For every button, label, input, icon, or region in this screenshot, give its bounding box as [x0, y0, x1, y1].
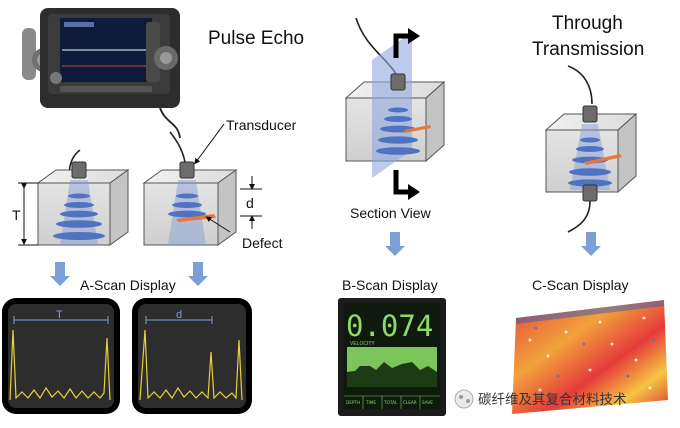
b-scan-label: B-Scan Display [342, 277, 438, 293]
through-transmission-title-line2: Transmission [532, 39, 644, 60]
a-scan-label: A-Scan Display [80, 277, 176, 293]
arrow-down-icon [581, 232, 601, 256]
arrow-down-icon [50, 262, 70, 286]
down-arrows [50, 232, 601, 286]
b-scan-screen [338, 298, 446, 416]
a-scan-marker-t: T [56, 309, 63, 321]
through-transmission-block [544, 65, 638, 233]
a-scan-screen-depth [132, 298, 252, 414]
arrow-down-icon [188, 262, 208, 286]
thickness-label: T [12, 207, 21, 223]
softkey-clear: CLEAR [403, 400, 417, 405]
softkey-total: TOTAL [383, 400, 398, 405]
softkey-depth: DEPTH [346, 400, 360, 405]
section-view-label: Section View [350, 205, 432, 221]
depth-label: d [246, 195, 254, 211]
arrow-down-icon [385, 232, 405, 256]
through-transmission-title-line1: Through [552, 13, 623, 34]
b-scan-small-text: VELOCITY [350, 341, 375, 347]
section-arrow-down-icon [393, 170, 420, 200]
a-scan-screen-thickness [2, 298, 120, 414]
block-defect [142, 123, 262, 246]
section-arrow-up-icon [393, 28, 420, 58]
block-thickness [18, 149, 130, 246]
flaw-detector-instrument [22, 8, 181, 139]
b-scan-softkeys: DEPTH TIME TOTAL CLEAR SAVE [346, 400, 433, 405]
section-view-block [344, 17, 446, 200]
transducer-label: Transducer [226, 117, 297, 133]
b-scan-reading: 0.074 [346, 309, 433, 343]
c-scan-label: C-Scan Display [532, 277, 628, 293]
pulse-echo-title: Pulse Echo [208, 28, 304, 49]
defect-label: Defect [242, 235, 283, 251]
softkey-save: SAVE [422, 400, 433, 405]
defect-shape [176, 214, 216, 222]
instrument-knob-left [50, 72, 62, 84]
watermark [454, 389, 474, 409]
c-scan-image [512, 300, 668, 414]
watermark-text: 碳纤维及其复合材料技术 [478, 391, 627, 408]
a-scan-marker-d: d [176, 309, 182, 321]
softkey-time: TIME [365, 400, 376, 405]
